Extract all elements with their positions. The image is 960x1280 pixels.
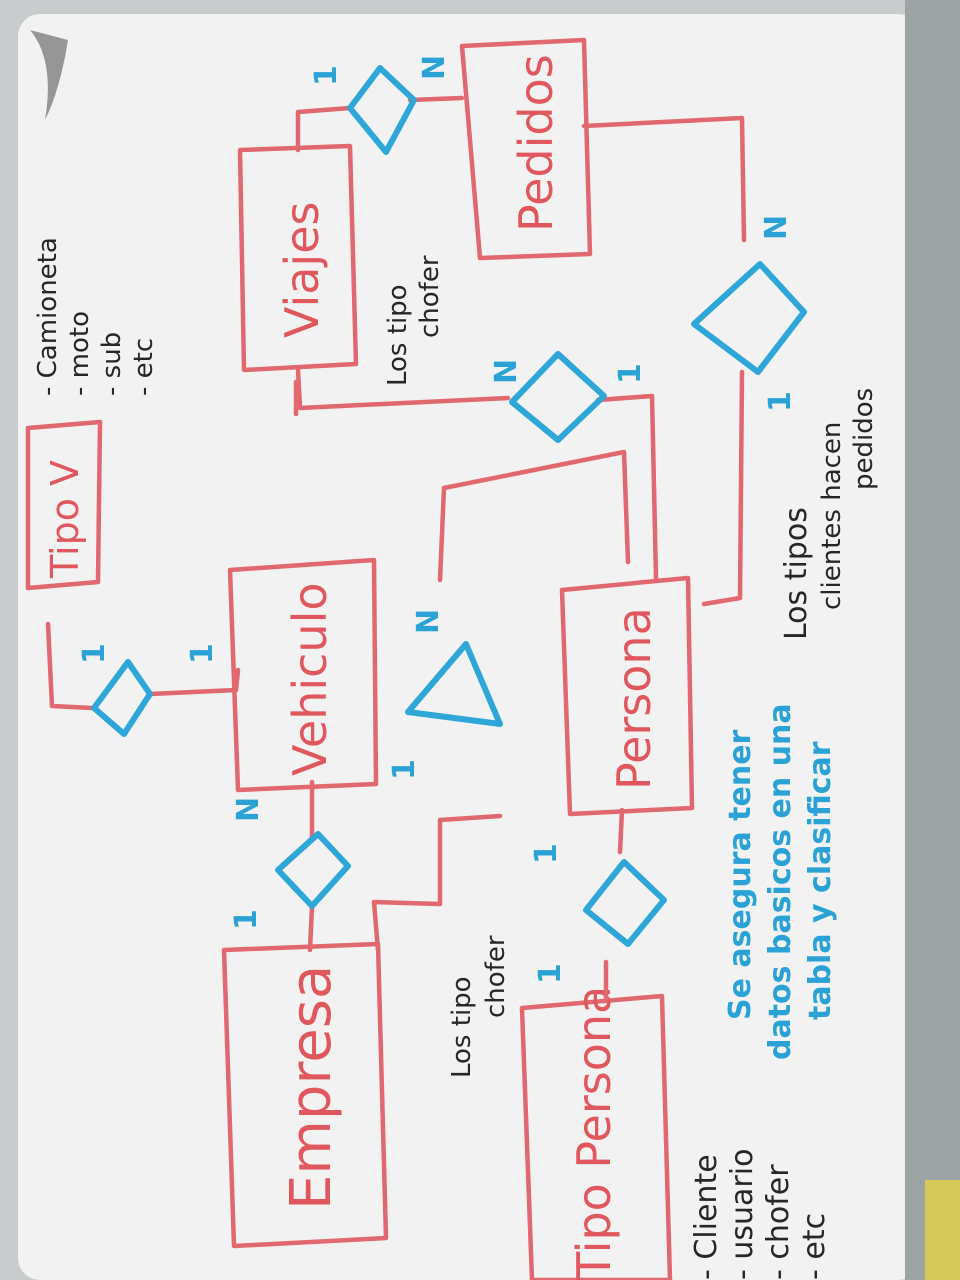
cardinality: N xyxy=(411,609,446,634)
cardinality: N xyxy=(417,55,452,80)
board-edge-right xyxy=(905,0,960,1280)
list-item: - usuario xyxy=(725,1149,760,1280)
note-line: tabla y clasificar xyxy=(803,741,838,1020)
note-line: datos basicos en una xyxy=(763,703,798,1060)
entity-viajes: Viajes xyxy=(237,143,359,373)
cardinality: 1 xyxy=(763,391,798,412)
cardinality: 1 xyxy=(77,643,112,664)
rel-triangle-vehiculo-persona xyxy=(405,641,503,727)
entity-label: Viajes xyxy=(275,202,329,338)
cardinality: 1 xyxy=(387,759,422,780)
entity-tipo-persona: Tipo Persona xyxy=(519,986,673,1280)
entity-label: Tipo V xyxy=(43,460,87,579)
note-clientes-pedidos: Los tipos clientes hacen pedidos xyxy=(779,388,879,640)
cardinality: 1 xyxy=(229,909,264,930)
entity-vehiculo: Vehiculo xyxy=(227,557,379,793)
entity-label: Persona xyxy=(607,607,661,790)
list-item: - Camioneta xyxy=(33,237,63,396)
entity-pedidos: Pedidos xyxy=(459,37,593,261)
cardinality: 1 xyxy=(529,843,564,864)
note-line: pedidos xyxy=(849,388,879,490)
rel-diamond-persona-tipo xyxy=(583,859,667,947)
list-item: - chofer xyxy=(761,1164,796,1280)
entity-label: Vehiculo xyxy=(283,582,337,776)
entity-label: Pedidos xyxy=(509,54,563,232)
list-item: - sub xyxy=(97,332,127,396)
cardinality: 1 xyxy=(185,643,220,664)
list-item: - etc xyxy=(797,1213,832,1280)
list-item: - moto xyxy=(65,311,95,396)
entity-label: Tipo Persona xyxy=(567,986,621,1280)
entity-label: Empresa xyxy=(279,965,344,1210)
list-item: - Cliente xyxy=(689,1154,724,1280)
note-line: chofer xyxy=(481,935,511,1018)
cardinality: 1 xyxy=(309,65,344,86)
connector-lines xyxy=(45,95,747,1003)
note-vehiculo-chofer: Los tipo chofer xyxy=(447,935,511,1078)
cardinality: 1 xyxy=(613,363,648,384)
note-line: Los tipo xyxy=(447,976,477,1078)
note-line: chofer xyxy=(415,255,445,338)
list-item: - etc xyxy=(129,338,159,396)
rel-diamond-pedidos-persona xyxy=(691,261,807,375)
note-line: Los tipo xyxy=(383,284,413,386)
note-viajes-chofer: Los tipo chofer xyxy=(383,255,445,386)
note-line: clientes hacen xyxy=(817,422,847,610)
rel-diamond-empresa-vehiculo xyxy=(275,831,351,909)
entity-persona: Persona xyxy=(559,575,695,817)
rel-diamond-viajes-persona xyxy=(509,351,607,443)
rel-diamond-tipov-vehiculo xyxy=(91,659,153,737)
cardinality: N xyxy=(759,215,794,240)
cardinality: N xyxy=(231,797,266,822)
entity-empresa: Empresa xyxy=(221,941,389,1249)
note-line: Los tipos xyxy=(779,507,814,640)
marker-tray xyxy=(925,1180,960,1280)
note-tipo-persona-list: - Cliente - usuario - chofer - etc xyxy=(689,1149,832,1280)
eraser-smudge xyxy=(30,30,68,120)
entity-tipo-v: Tipo V xyxy=(25,419,103,591)
rel-diamond-viajes-pedidos xyxy=(347,65,417,155)
note-line: Se asegura tener xyxy=(723,729,758,1020)
note-asignacion: Se asegura tener datos basicos en una ta… xyxy=(723,703,838,1060)
cardinality: 1 xyxy=(533,963,568,984)
note-tipo-v-list: - Camioneta - moto - sub - etc xyxy=(33,237,159,396)
cardinality-labels: 1 N N N 1 1 1 1 N 1 N 1 1 1 xyxy=(77,55,798,984)
cardinality: N xyxy=(489,359,524,384)
